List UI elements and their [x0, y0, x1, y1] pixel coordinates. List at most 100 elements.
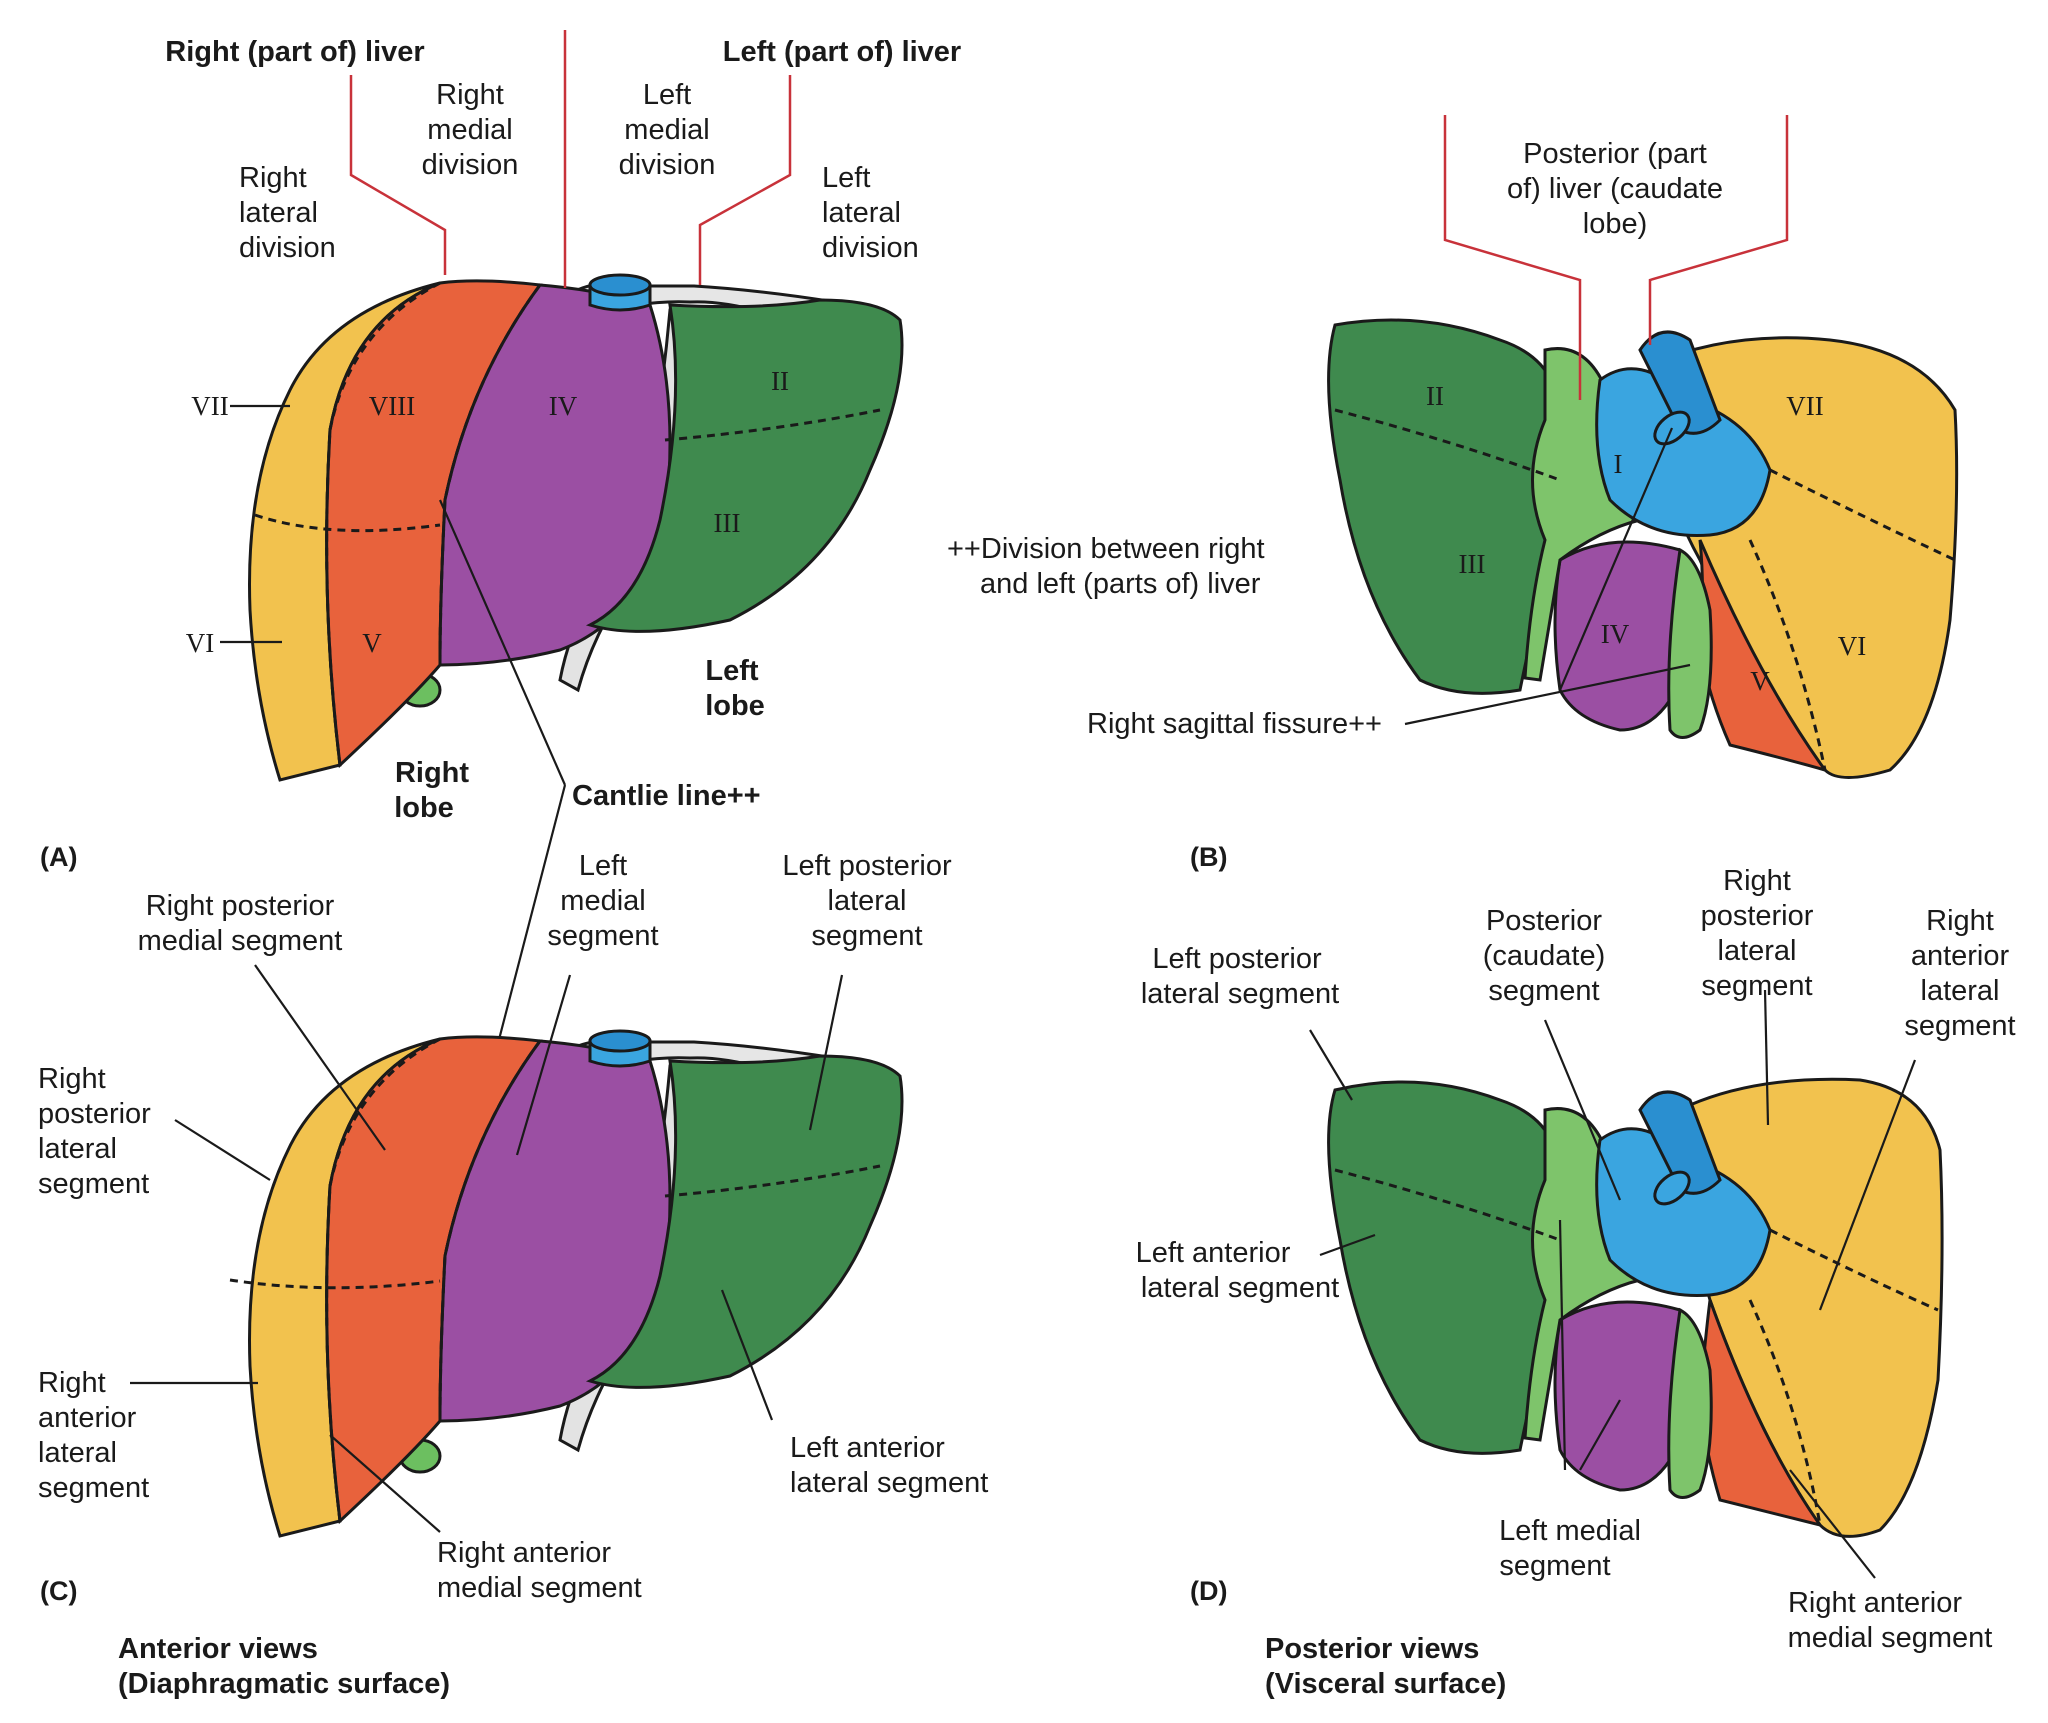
- left-posterior-lateral-d-line-1: Left posterior: [1152, 943, 1322, 975]
- right-lateral-division-line-2: lateral: [239, 197, 318, 229]
- right-posterior-lateral-d-line-1: Right: [1723, 865, 1791, 897]
- segment-green-region: [585, 298, 904, 633]
- posterior-caudate-line-1: Posterior: [1486, 905, 1602, 937]
- left-medial-division-line-2: medial: [624, 114, 709, 146]
- left-medial-d-line-1: Left medial: [1499, 1515, 1641, 1547]
- left-lobe-line-1: Left: [705, 655, 759, 687]
- left-posterior-lateral-d-leader: [1309, 1029, 1353, 1101]
- right-anterior-lateral-c-line-2: anterior: [38, 1402, 137, 1434]
- posterior-part-line-1: Posterior (part: [1523, 138, 1707, 170]
- right-anterior-medial-leader: [329, 1434, 441, 1533]
- left-anterior-lateral-leader: [720, 1289, 774, 1421]
- panel-c-annotations: Right posterior medial segment Left medi…: [38, 850, 988, 1700]
- right-posterior-lateral-c-line-2: posterior: [38, 1098, 151, 1130]
- panel-d-liver: [1327, 1077, 1944, 1538]
- right-lateral-division-line-1: Right: [239, 162, 307, 194]
- segment-label-i-b: I: [1614, 449, 1623, 479]
- right-medial-division-line-1: Right: [436, 79, 504, 111]
- segment-light-green-region-b: [1667, 547, 1713, 739]
- cantlie-line-label: Cantlie line++: [572, 780, 761, 812]
- panel-d-vessel: [1638, 1090, 1722, 1206]
- posterior-caption-line-2: (Visceral surface): [1265, 1668, 1506, 1700]
- right-posterior-lateral-d-leader: [1763, 989, 1770, 1126]
- right-anterior-lateral-d-line-4: segment: [1904, 1010, 2015, 1042]
- anterior-caption-line-2: (Diaphragmatic surface): [118, 1668, 450, 1700]
- left-posterior-lateral-c-line-2: lateral: [828, 885, 907, 917]
- segment-label-iii-b: III: [1459, 549, 1486, 579]
- left-medial-d-line-2: segment: [1499, 1550, 1610, 1582]
- segment-label-viii: VIII: [369, 391, 415, 421]
- right-anterior-lateral-c-line-4: segment: [38, 1472, 149, 1504]
- posterior-part-line-2: of) liver (caudate: [1507, 173, 1723, 205]
- right-posterior-lateral-c-line-1: Right: [38, 1063, 106, 1095]
- anterior-caption-line-1: Anterior views: [118, 1633, 318, 1665]
- left-medial-division-line-1: Left: [643, 79, 691, 111]
- segment-label-vi-b: VI: [1838, 631, 1867, 661]
- left-posterior-lateral-c-line-1: Left posterior: [782, 850, 952, 882]
- right-anterior-lateral-c-line-3: lateral: [38, 1437, 117, 1469]
- posterior-caudate-line-2: (caudate): [1483, 940, 1606, 972]
- left-posterior-lateral-d-line-2: lateral segment: [1141, 978, 1339, 1010]
- panel-a-annotations: Right (part of) liver Left (part of) liv…: [40, 30, 961, 1191]
- segment-light-green-region-d: [1667, 1307, 1713, 1499]
- panel-b-liver: [1327, 318, 1959, 779]
- left-medial-d-leader-a: [1558, 1219, 1567, 1471]
- segment-label-vii: VII: [191, 391, 228, 421]
- right-part-of-liver-title: Right (part of) liver: [165, 36, 424, 68]
- left-medial-leader: [515, 974, 572, 1156]
- right-lateral-division-line-3: division: [239, 232, 336, 264]
- right-anterior-lateral-c-line-1: Right: [38, 1367, 106, 1399]
- right-anterior-medial-c-line-2: medial segment: [437, 1572, 642, 1604]
- posterior-caption-line-1: Posterior views: [1265, 1633, 1479, 1665]
- segment-label-ii: II: [771, 366, 789, 396]
- panel-d-annotations: Left posterior lateral segment Posterior…: [1136, 865, 2016, 1700]
- right-anterior-lateral-d-line-3: lateral: [1921, 975, 2000, 1007]
- left-medial-segment-c-line-3: segment: [547, 920, 658, 952]
- left-anterior-lateral-c-line-1: Left anterior: [790, 1432, 945, 1464]
- panel-b-label: (B): [1190, 842, 1227, 872]
- fissure-leader-b: [1404, 663, 1691, 726]
- panel-b-annotations: Posterior (part of) liver (caudate lobe)…: [947, 115, 1866, 872]
- right-anterior-lateral-d-leader: [1818, 1059, 1917, 1311]
- left-lateral-division-line-1: Left: [822, 162, 870, 194]
- left-medial-d-leader-b: [1579, 1399, 1621, 1471]
- left-posterior-lateral-leader: [808, 974, 844, 1131]
- panel-a-blue-vessel: [588, 273, 652, 312]
- right-anterior-medial-c-line-1: Right anterior: [437, 1537, 611, 1569]
- segment-label-vi: VI: [186, 628, 215, 658]
- left-anterior-lateral-d-line-2: lateral segment: [1141, 1272, 1339, 1304]
- left-medial-segment-c-line-1: Left: [579, 850, 627, 882]
- division-note-line-2: and left (parts of) liver: [980, 568, 1261, 600]
- segment-label-v-b: V: [1750, 666, 1770, 696]
- left-anterior-lateral-c-line-2: lateral segment: [790, 1467, 988, 1499]
- posterior-part-leader-left: [1443, 115, 1582, 400]
- panel-c-liver: [229, 1029, 904, 1538]
- panel-a-label: (A): [40, 842, 77, 872]
- left-part-of-liver-title: Left (part of) liver: [723, 36, 961, 68]
- left-lateral-division-line-3: division: [822, 232, 919, 264]
- right-posterior-medial-leader: [254, 964, 386, 1151]
- right-posterior-lateral-c-line-3: lateral: [38, 1133, 117, 1165]
- left-posterior-lateral-c-line-3: segment: [811, 920, 922, 952]
- fissure-leader-a: [1558, 427, 1674, 691]
- right-posterior-medial-line-1: Right posterior: [146, 890, 335, 922]
- right-medial-division-line-2: medial: [427, 114, 512, 146]
- posterior-caudate-leader: [1543, 1019, 1622, 1201]
- segment-label-iii: III: [714, 508, 741, 538]
- left-medial-segment-c-line-2: medial: [560, 885, 645, 917]
- division-note-line-1: ++Division between right: [947, 533, 1265, 565]
- cantlie-leader-a: [438, 499, 567, 786]
- left-lobe-line-2: lobe: [705, 690, 765, 722]
- right-medial-division-line-3: division: [422, 149, 519, 181]
- right-posterior-lateral-d-line-3: lateral: [1718, 935, 1797, 967]
- right-posterior-lateral-d-line-2: posterior: [1701, 900, 1814, 932]
- right-posterior-lateral-c-line-4: segment: [38, 1168, 149, 1200]
- panel-a-liver: [248, 273, 904, 782]
- right-posterior-medial-line-2: medial segment: [138, 925, 343, 957]
- segment-label-v: V: [362, 628, 382, 658]
- right-anterior-lateral-d-line-1: Right: [1926, 905, 1994, 937]
- panel-d-label: (D): [1190, 1576, 1227, 1606]
- posterior-part-leader-right: [1648, 115, 1789, 345]
- segment-label-iv-b: IV: [1601, 619, 1630, 649]
